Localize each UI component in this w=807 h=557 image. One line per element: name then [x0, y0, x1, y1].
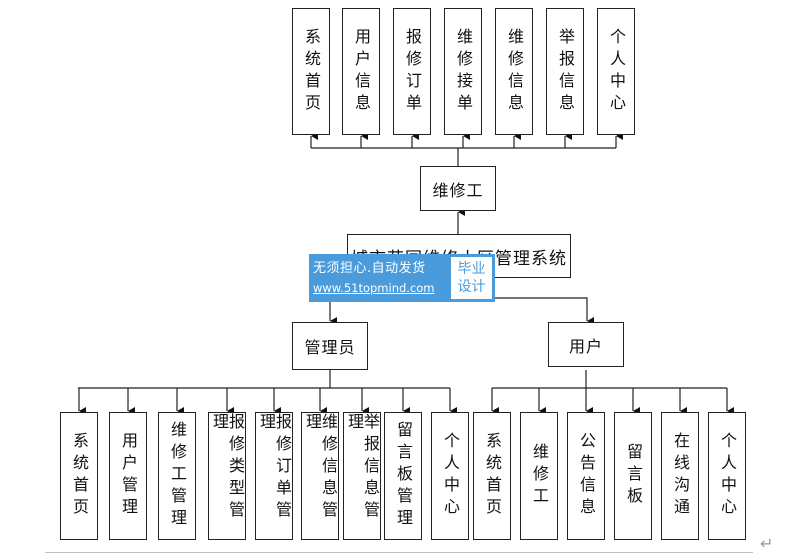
admin-function-box: 留言板管理	[384, 412, 422, 540]
admin-function-label: 系统首页	[70, 432, 89, 520]
watermark-badge: 毕业 设计	[451, 257, 492, 299]
role-label-worker: 维修工	[432, 180, 484, 200]
admin-function-label: 维修信息管理	[303, 413, 338, 523]
page-bottom-rule	[45, 552, 753, 553]
role-label-admin: 管理员	[304, 338, 356, 357]
watermark-link[interactable]: www.51topmind.com	[313, 281, 435, 295]
admin-function-box: 报修类型管理	[208, 412, 246, 540]
user-function-box: 系统首页	[473, 412, 511, 540]
edge-root-user	[495, 297, 594, 325]
worker-function-label: 系统首页	[302, 27, 321, 116]
admin-function-label: 留言板管理	[394, 421, 413, 531]
user-function-label: 系统首页	[483, 432, 502, 520]
paragraph-mark-icon: ↵	[760, 534, 774, 553]
worker-function-box: 报修订单	[393, 8, 431, 135]
admin-function-label: 维修工管理	[168, 421, 187, 531]
worker-function-label: 举报信息	[556, 27, 575, 116]
admin-function-label: 用户管理	[119, 432, 138, 520]
role-box-admin: 管理员	[292, 322, 368, 370]
worker-function-label: 用户信息	[352, 27, 371, 116]
admin-function-box: 维修信息管理	[301, 412, 339, 540]
role-label-user: 用户	[568, 336, 603, 356]
user-function-box: 在线沟通	[661, 412, 699, 540]
worker-function-box: 用户信息	[342, 8, 380, 135]
user-function-label: 公告信息	[577, 432, 596, 520]
admin-function-box: 报修订单管理	[255, 412, 293, 540]
worker-function-box: 个人中心	[597, 8, 635, 135]
watermark-banner[interactable]: 无须担心.自动发货 www.51topmind.com 毕业 设计	[309, 254, 495, 302]
worker-function-label: 报修订单	[403, 27, 422, 116]
worker-function-box: 维修信息	[495, 8, 533, 135]
admin-function-label: 个人中心	[441, 432, 460, 520]
role-box-worker: 维修工	[420, 166, 496, 211]
admin-function-label: 报修类型管理	[210, 413, 245, 523]
worker-function-label: 个人中心	[607, 27, 626, 116]
worker-function-label: 维修接单	[454, 27, 473, 116]
watermark-badge-line2: 设计	[457, 279, 486, 295]
worker-function-box: 举报信息	[546, 8, 584, 135]
watermark-badge-line1: 毕业	[457, 261, 486, 277]
admin-function-box: 个人中心	[431, 412, 469, 540]
admin-function-box: 用户管理	[109, 412, 147, 540]
watermark-slogan: 无须担心.自动发货	[313, 261, 426, 276]
worker-function-label: 维修信息	[505, 27, 524, 116]
admin-function-label: 报修订单管理	[257, 413, 292, 523]
admin-function-box: 系统首页	[60, 412, 98, 540]
role-box-user: 用户	[548, 322, 624, 367]
admin-function-box: 维修工管理	[158, 412, 196, 540]
worker-function-box: 维修接单	[444, 8, 482, 135]
user-function-box: 留言板	[614, 412, 652, 540]
worker-function-box: 系统首页	[292, 8, 330, 135]
user-function-label: 个人中心	[718, 432, 737, 520]
user-function-label: 留言板	[624, 443, 643, 509]
user-function-label: 维修工	[530, 443, 549, 509]
user-function-box: 维修工	[520, 412, 558, 540]
user-function-box: 个人中心	[708, 412, 746, 540]
user-function-box: 公告信息	[567, 412, 605, 540]
admin-function-box: 举报信息管理	[343, 412, 381, 540]
admin-function-label: 举报信息管理	[345, 413, 380, 523]
user-function-label: 在线沟通	[671, 432, 690, 520]
